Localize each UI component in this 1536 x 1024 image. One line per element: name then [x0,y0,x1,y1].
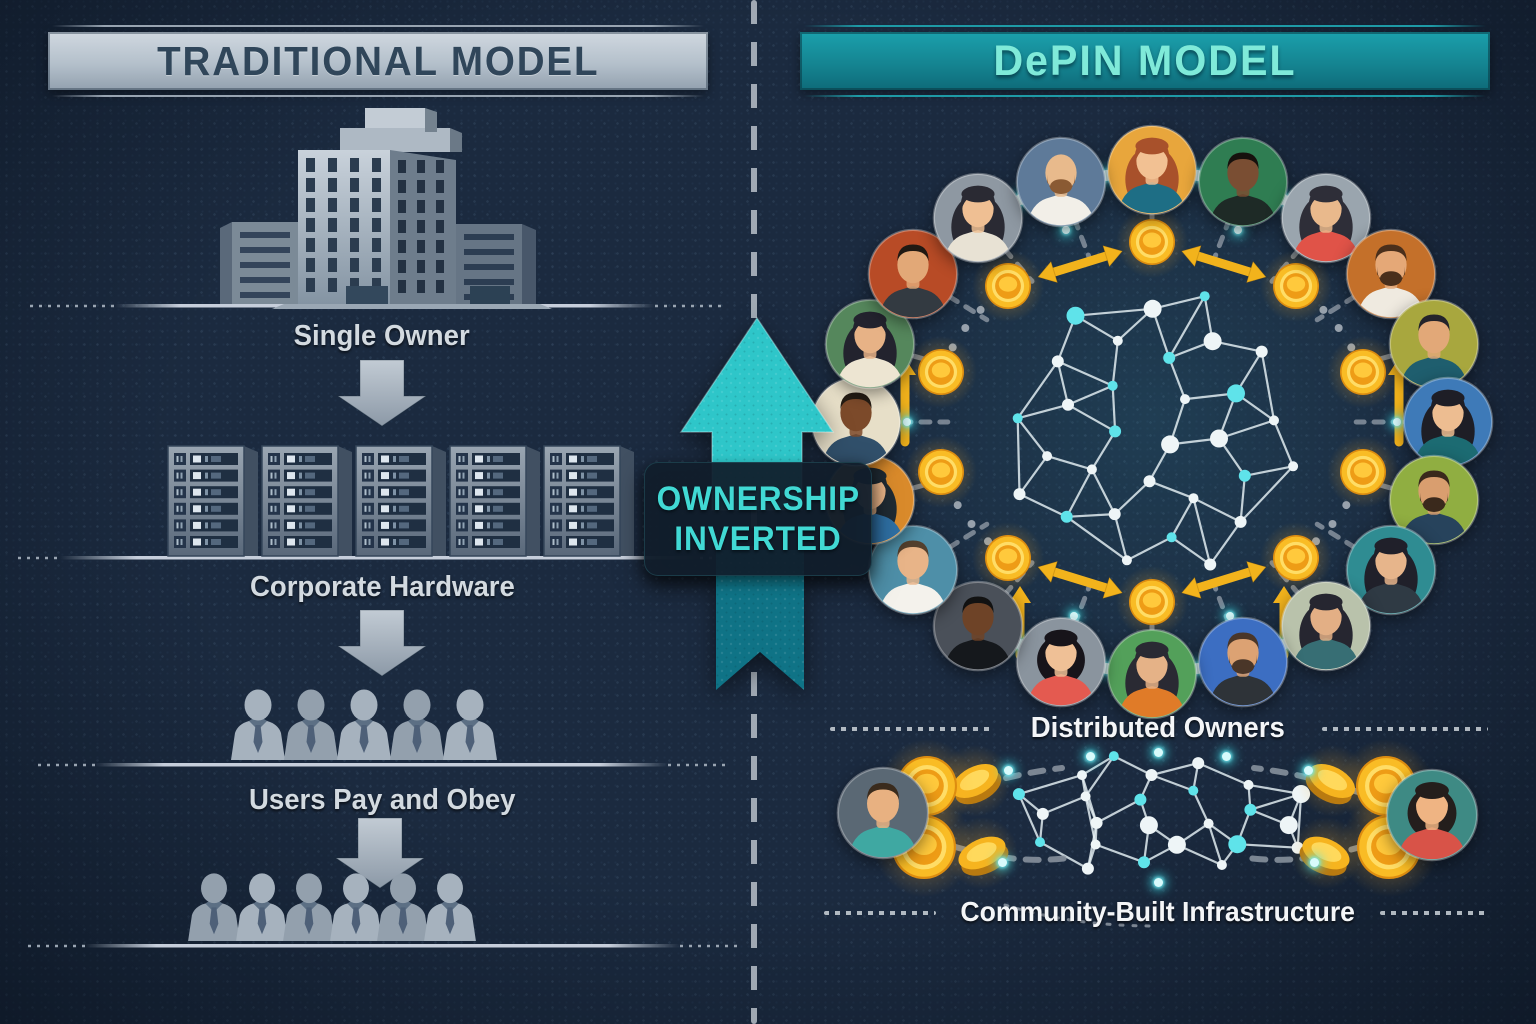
server-rack-icon [543,445,634,557]
single-owner-label: Single Owner [293,320,471,352]
down-arrow-icon [336,609,428,677]
user-silhouette-icon [337,689,391,760]
traditional-model-banner: TRADITIONAL MODEL [48,25,708,97]
user-silhouette-icon [390,689,444,760]
coin-icon [972,522,1044,594]
coin-icon [1327,336,1399,408]
server-rack-row-icon [167,445,634,557]
exchange-arrow-icon [1180,560,1267,600]
user-silhouette-icon [231,689,285,760]
up-arrow-small-icon [1273,586,1295,660]
exchange-arrow-icon [1037,560,1124,600]
coin-icon [1327,436,1399,508]
coin-icon [905,336,977,408]
user-silhouette-icon [284,689,338,760]
server-rack-icon [261,445,352,557]
ground-line [28,944,740,948]
coin-icon [874,797,974,897]
coin-icon [1260,522,1332,594]
users-row-icon [231,689,497,760]
ownership-inverted-panel: OWNERSHIP INVERTED [644,462,872,576]
user-silhouette-icon [188,873,240,941]
coin-icon [1116,206,1188,278]
coin-icon [1339,797,1439,897]
corporate-hardware-label: Corporate Hardware [249,571,515,603]
server-rack-icon [355,445,446,557]
traditional-model-title: TRADITIONAL MODEL [156,37,600,84]
exchange-arrow-icon [1180,244,1267,284]
exchange-arrow-icon [1037,244,1124,284]
user-silhouette-icon [283,873,335,941]
user-silhouette-icon [424,873,476,941]
ground-line [38,763,730,767]
ownership-line: OWNERSHIP [656,479,860,518]
coin-icon [905,436,977,508]
inverted-line: INVERTED [674,520,842,558]
depin-model-title: DePIN MODEL [993,36,1297,85]
ownership-inverted-arrow: OWNERSHIP INVERTED [630,300,890,720]
network-mesh [1012,291,1299,571]
user-silhouette-icon [443,689,497,760]
users-row-icon [188,873,476,941]
coin-icon [1116,566,1188,638]
depin-model-banner: DePIN MODEL [800,25,1490,97]
users-pay-obey-label: Users Pay and Obey [248,784,516,816]
corporate-building-icon [220,108,552,309]
coin-icon [1260,250,1332,322]
up-arrow-small-icon [1009,586,1031,660]
distributed-owners-label: Distributed Owners [1030,712,1286,744]
server-rack-icon [449,445,540,557]
user-silhouette-icon [236,873,288,941]
coin-ring-dots [948,305,1356,546]
community-built-label: Community-Built Infrastructure [960,896,1356,927]
down-arrow-icon [336,359,428,427]
coin-icon [972,250,1044,322]
server-rack-icon [167,445,258,557]
